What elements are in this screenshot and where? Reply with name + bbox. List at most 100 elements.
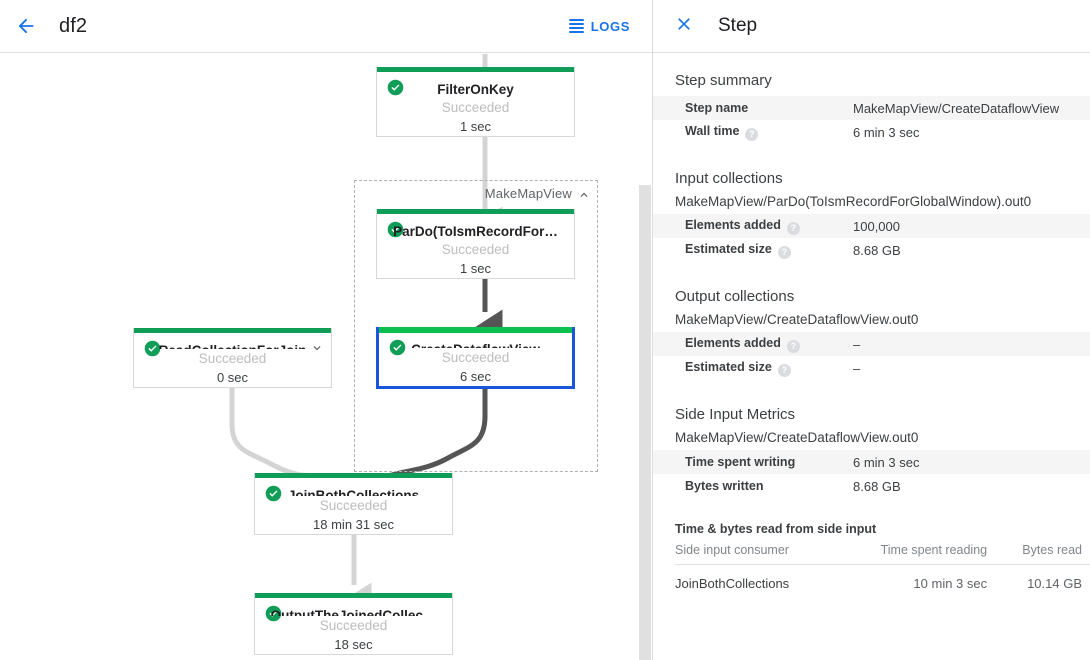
row-value: 8.68 GB xyxy=(853,478,901,494)
table-header-row: Side input consumer Time spent reading B… xyxy=(675,543,1090,565)
table-row: JoinBothCollections 10 min 3 sec 10.14 G… xyxy=(675,565,1090,591)
side-input-metrics-table: Time spent writing 6 min 3 sec Bytes wri… xyxy=(653,450,1090,498)
row-key: Time spent writing xyxy=(685,455,796,469)
section-heading-input-collections: Input collections xyxy=(675,170,783,187)
node-title: JoinBothCollections xyxy=(287,488,420,496)
table-row: Wall time? 6 min 3 sec xyxy=(653,120,1090,144)
row-key: Wall time xyxy=(685,123,740,138)
node-status-bar xyxy=(134,328,331,333)
graph-scrollbar-thumb[interactable] xyxy=(639,185,651,660)
close-button[interactable] xyxy=(669,11,699,41)
chevron-up-icon[interactable] xyxy=(577,188,591,202)
node-body: JoinBothCollections Succeeded 18 min 31 … xyxy=(255,478,452,534)
row-value: 6 min 3 sec xyxy=(853,454,920,470)
graph-node-readcollectionforjoin[interactable]: ReadCollectionForJoin Succeeded 0 sec xyxy=(133,328,332,388)
panel-body: Step summary Step name MakeMapView/Creat… xyxy=(653,53,1090,659)
node-time: 0 sec xyxy=(216,370,249,385)
graph-node-pardo-toismrecord[interactable]: ParDo(ToIsmRecordFor… Succeeded 1 sec xyxy=(376,209,575,279)
node-time: 18 sec xyxy=(334,637,373,652)
row-value: MakeMapView/CreateDataflowView xyxy=(853,100,1060,116)
node-title: ReadCollectionForJoin xyxy=(159,342,307,349)
row-value: – xyxy=(853,336,861,352)
node-title: OutputTheJoinedCollec… xyxy=(270,608,437,616)
help-icon[interactable]: ? xyxy=(786,339,800,353)
node-time: 18 min 31 sec xyxy=(313,517,394,532)
node-body: ReadCollectionForJoin Succeeded 0 sec xyxy=(134,333,331,387)
list-icon xyxy=(568,19,584,33)
arrow-left-icon xyxy=(15,15,37,37)
page-title: df2 xyxy=(59,14,88,37)
job-header: df2 LOGS xyxy=(0,0,652,53)
logs-button-label: LOGS xyxy=(590,18,630,34)
graph-node-createdataflowview[interactable]: CreateDataflowView Succeeded 6 sec xyxy=(376,327,575,389)
node-title: FilterOnKey xyxy=(437,82,514,97)
group-box-makemapview[interactable]: MakeMapView xyxy=(354,180,598,472)
table-row: Estimated size? 8.68 GB xyxy=(653,238,1090,262)
row-value: – xyxy=(853,360,861,376)
node-body: ParDo(ToIsmRecordFor… Succeeded 1 sec xyxy=(377,214,574,278)
column-header-consumer: Side input consumer xyxy=(675,543,835,565)
job-graph-pane: df2 LOGS xyxy=(0,0,653,660)
logs-button[interactable]: LOGS xyxy=(568,18,630,34)
node-status-bar xyxy=(255,593,452,598)
input-collection-name: MakeMapView/ParDo(ToIsmRecordForGlobalWi… xyxy=(675,194,1032,209)
subsection-heading-time-bytes-read: Time & bytes read from side input xyxy=(675,522,877,536)
panel-header: Step xyxy=(653,0,1090,53)
row-key: Estimated size xyxy=(685,241,772,256)
row-value: 100,000 xyxy=(853,218,900,234)
job-graph-canvas[interactable]: MakeMapView FilterOnKey Succeeded 1 sec xyxy=(0,54,652,660)
output-collections-table: Elements added? – Estimated size? – xyxy=(653,332,1090,380)
row-key: Elements added xyxy=(685,217,781,232)
output-collection-name: MakeMapView/CreateDataflowView.out0 xyxy=(675,312,919,327)
input-collections-table: Elements added? 100,000 Estimated size? … xyxy=(653,214,1090,262)
side-input-consumers-table: Side input consumer Time spent reading B… xyxy=(675,543,1090,591)
graph-node-joinbothcollections[interactable]: JoinBothCollections Succeeded 18 min 31 … xyxy=(254,473,453,535)
help-icon[interactable]: ? xyxy=(745,127,759,141)
row-key: Bytes written xyxy=(685,479,764,493)
step-details-panel: Step Step summary Step name MakeMapView/… xyxy=(653,0,1090,660)
section-heading-output-collections: Output collections xyxy=(675,288,795,305)
table-row: Estimated size? – xyxy=(653,356,1090,380)
help-icon[interactable]: ? xyxy=(777,363,791,377)
node-time: 1 sec xyxy=(459,119,492,134)
node-status-bar xyxy=(377,67,574,72)
check-circle-icon xyxy=(387,79,404,96)
node-status: Succeeded xyxy=(319,498,388,513)
check-circle-icon xyxy=(387,221,404,238)
check-circle-icon xyxy=(265,605,282,622)
group-label: MakeMapView xyxy=(484,186,572,201)
node-body: FilterOnKey Succeeded 1 sec xyxy=(377,72,574,136)
node-body: OutputTheJoinedCollec… Succeeded 18 sec xyxy=(255,598,452,654)
table-row: Elements added? 100,000 xyxy=(653,214,1090,238)
node-title: ParDo(ToIsmRecordFor… xyxy=(393,224,558,239)
help-icon[interactable]: ? xyxy=(786,221,800,235)
row-key: Elements added xyxy=(685,335,781,350)
back-button[interactable] xyxy=(9,9,43,43)
table-row: Time spent writing 6 min 3 sec xyxy=(653,450,1090,474)
node-time: 1 sec xyxy=(459,261,492,276)
graph-node-outputthejoinedcollection[interactable]: OutputTheJoinedCollec… Succeeded 18 sec xyxy=(254,593,453,655)
side-input-collection-name: MakeMapView/CreateDataflowView.out0 xyxy=(675,430,919,445)
help-icon[interactable]: ? xyxy=(777,245,791,259)
node-status: Succeeded xyxy=(441,100,510,115)
node-time: 6 sec xyxy=(459,369,492,384)
table-row: Elements added? – xyxy=(653,332,1090,356)
row-value: 6 min 3 sec xyxy=(853,124,920,140)
node-body: CreateDataflowView Succeeded 6 sec xyxy=(379,332,572,386)
graph-node-filteronkey[interactable]: FilterOnKey Succeeded 1 sec xyxy=(376,67,575,137)
section-heading-side-input-metrics: Side Input Metrics xyxy=(675,406,796,423)
node-status: Succeeded xyxy=(319,618,388,633)
row-value: 8.68 GB xyxy=(853,242,901,258)
column-header-time-spent-reading: Time spent reading xyxy=(834,543,996,565)
graph-scrollbar[interactable] xyxy=(639,54,652,660)
step-summary-table: Step name MakeMapView/CreateDataflowView… xyxy=(653,96,1090,144)
row-key: Estimated size xyxy=(685,359,772,374)
check-circle-icon xyxy=(144,340,161,357)
close-icon xyxy=(674,14,694,39)
chevron-down-icon[interactable] xyxy=(310,341,324,355)
table-row: Bytes written 8.68 GB xyxy=(653,474,1090,498)
node-title: CreateDataflowView xyxy=(411,341,540,348)
table-row: Step name MakeMapView/CreateDataflowView xyxy=(653,96,1090,120)
node-status: Succeeded xyxy=(441,350,510,365)
